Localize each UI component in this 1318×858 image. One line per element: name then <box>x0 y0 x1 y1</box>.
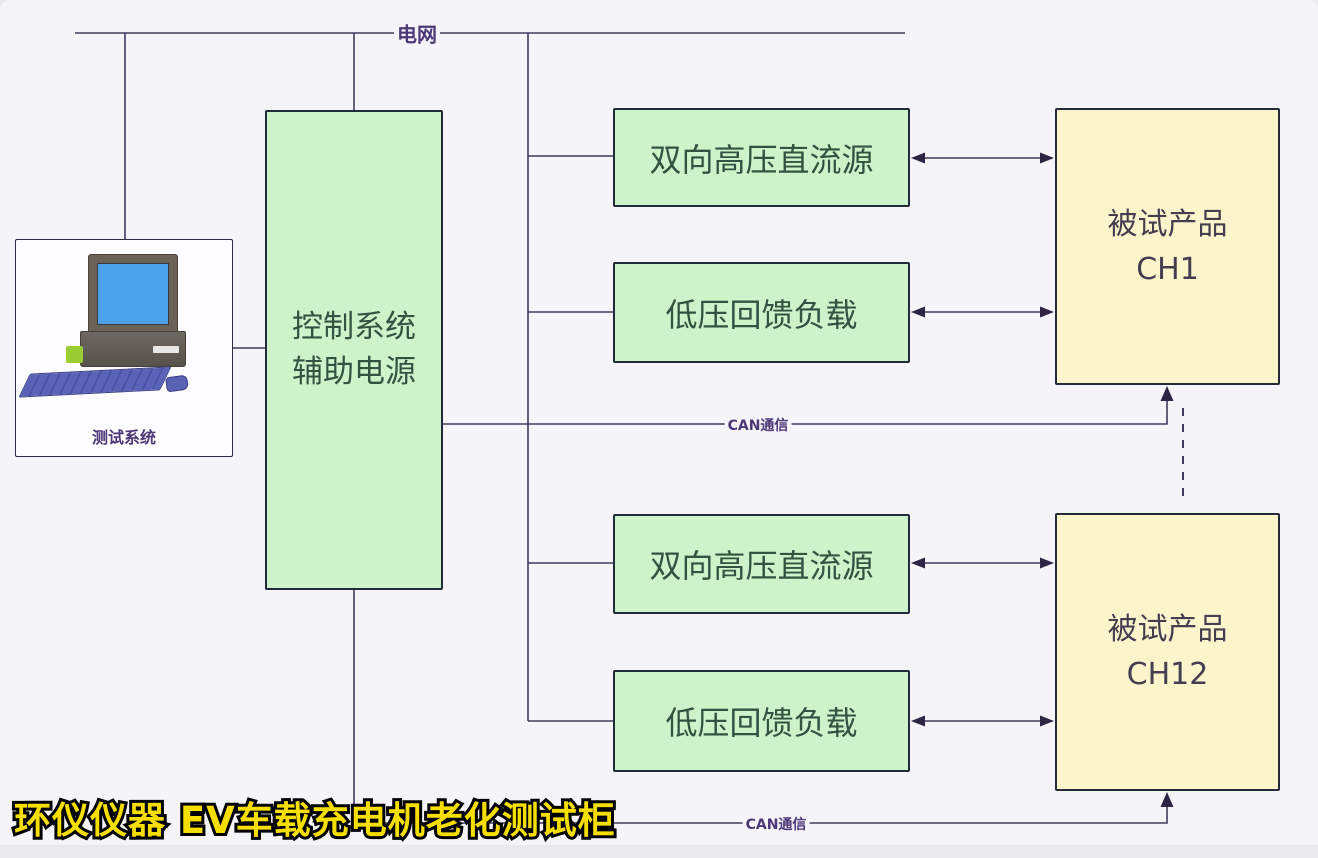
grid-label: 电网 <box>394 18 440 48</box>
dut-ch12-label-line1: 被试产品 <box>1107 612 1228 647</box>
dut-ch1-node: 被试产品 CH1 <box>1055 108 1280 385</box>
dc1-ch1-left-arrowhead <box>911 152 925 164</box>
test-system-label: 测试系统 <box>91 428 156 447</box>
lv1-ch1-left-arrowhead <box>911 306 925 318</box>
dc2-ch12-right-arrowhead <box>1040 557 1054 569</box>
lv2-ch12-left-arrowhead <box>911 715 925 727</box>
computer-brand-chip <box>153 346 179 353</box>
lv1-ch1-right-arrowhead <box>1040 306 1054 318</box>
lv-load-top-node: 低压回馈负载 <box>613 262 910 363</box>
dut-ch12-node: 被试产品 CH12 <box>1055 513 1280 791</box>
desktop-computer-icon <box>16 240 232 456</box>
bottom-strip <box>0 845 1318 858</box>
dut-ch1-label-line2: CH1 <box>1136 251 1199 287</box>
dc1-ch1-right-arrowhead <box>1040 152 1054 164</box>
computer-mouse <box>165 374 189 393</box>
dc-source-top-label: 双向高压直流源 <box>649 140 874 179</box>
lv2-ch12-right-arrowhead <box>1040 715 1054 727</box>
computer-keyboard <box>18 366 172 398</box>
control-power-label-line1: 控制系统 <box>292 309 416 346</box>
can-line-top <box>443 399 1168 425</box>
dc2-ch12-left-arrowhead <box>911 557 925 569</box>
dc-source-bottom-node: 双向高压直流源 <box>613 514 910 614</box>
dc-source-top-node: 双向高压直流源 <box>613 108 910 207</box>
lv-load-top-label: 低压回馈负载 <box>665 295 858 334</box>
dc-source-bottom-label: 双向高压直流源 <box>649 547 874 585</box>
dut-ch1-label-line1: 被试产品 <box>1107 206 1228 242</box>
dut-ch12-label-line2: CH12 <box>1126 657 1209 692</box>
can-top-arrowhead <box>1160 386 1174 401</box>
lv-load-bottom-node: 低压回馈负载 <box>613 670 910 772</box>
control-power-label-line2: 辅助电源 <box>292 354 416 390</box>
control-power-node: 控制系统 辅助电源 <box>265 110 443 590</box>
computer-screen <box>97 262 169 325</box>
computer-green-sticker <box>66 346 83 363</box>
can-label-bottom: CAN通信 <box>742 814 810 834</box>
watermark-caption: 环仪仪器 EV车载充电机老化测试柜 <box>11 796 618 845</box>
computer-monitor <box>88 254 178 333</box>
test-system-node: 测试系统 <box>15 239 233 457</box>
lv-load-bottom-label: 低压回馈负载 <box>665 704 858 742</box>
can-label-top: CAN通信 <box>724 415 792 435</box>
can-bottom-arrowhead <box>1160 792 1174 807</box>
computer-base-unit <box>80 331 186 367</box>
